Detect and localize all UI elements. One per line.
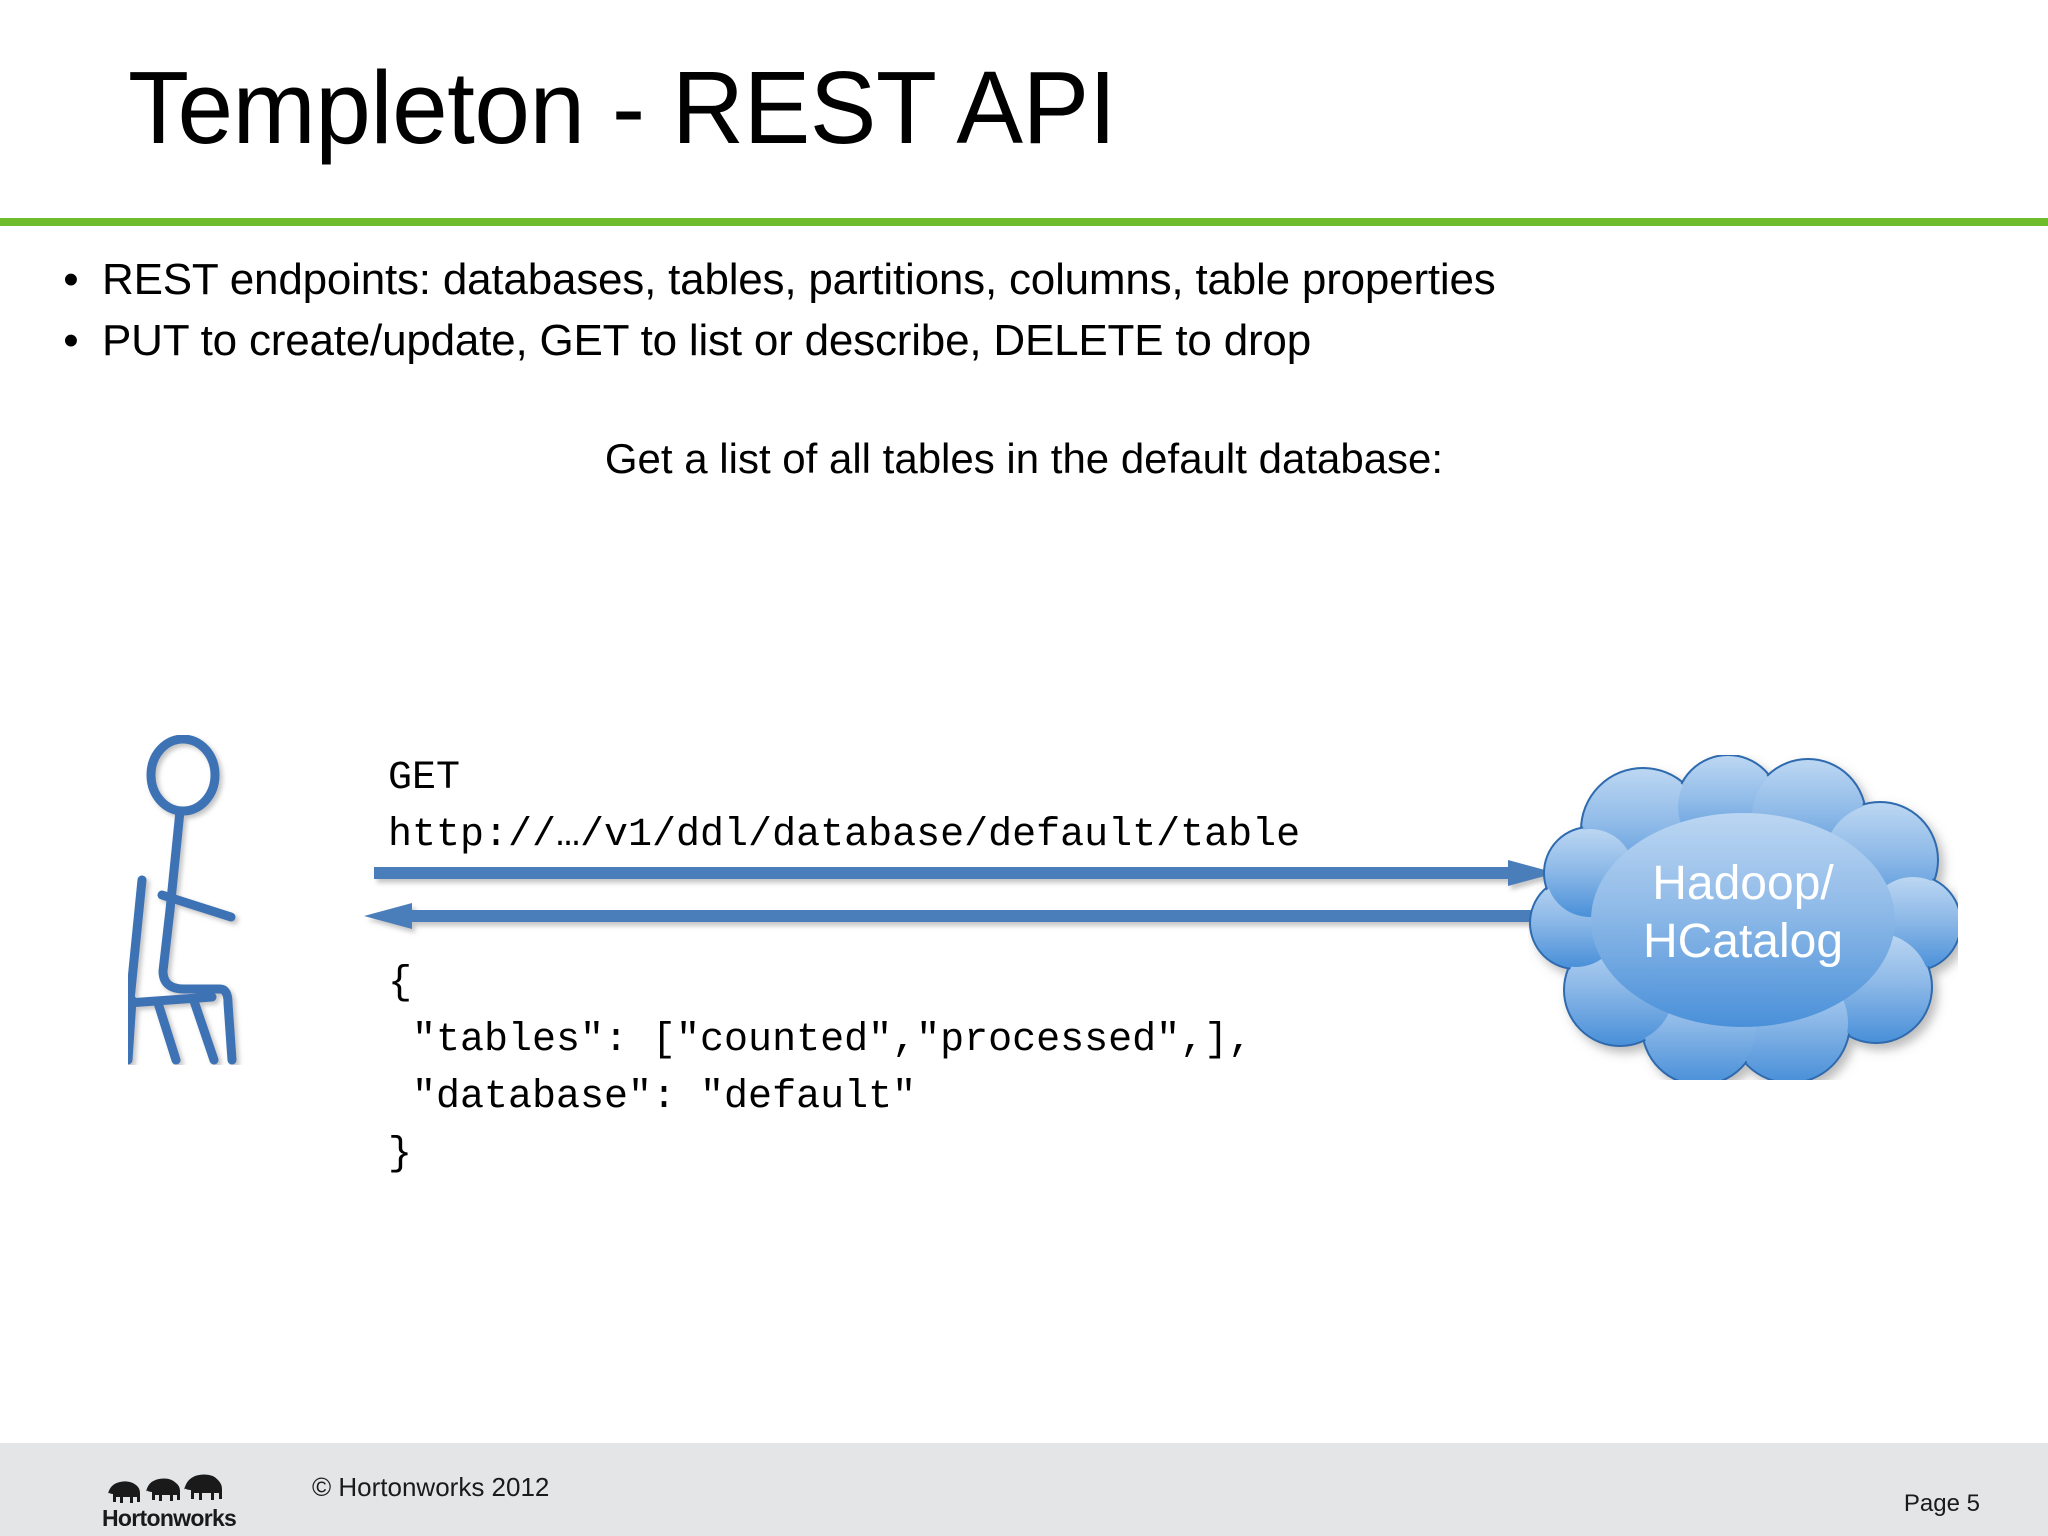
hadoop-hcatalog-cloud-icon	[1529, 755, 1958, 1080]
hortonworks-logo-icon: Hortonworks	[102, 1474, 237, 1531]
page-title: Templeton - REST API	[128, 50, 1116, 165]
copyright-text: © Hortonworks 2012	[312, 1472, 550, 1502]
bullet-marker-icon: •	[63, 316, 79, 365]
bullet-list: • REST endpoints: databases, tables, par…	[40, 252, 1940, 374]
response-line-2: "tables": ["counted","processed",],	[388, 1018, 1253, 1063]
page-number: Page 5	[1903, 1490, 1980, 1517]
request-response-arrows	[364, 860, 1560, 929]
http-request-code: GET http://…/v1/ddl/database/default/tab…	[388, 750, 1300, 864]
response-line-3: "database": "default"	[388, 1075, 917, 1120]
list-item: • REST endpoints: databases, tables, par…	[40, 252, 1940, 313]
request-arrow-right	[374, 860, 1556, 886]
cloud-label-line-2: HCatalog	[1642, 915, 1844, 968]
bullet-text: PUT to create/update, GET to list or des…	[102, 316, 1311, 365]
title-divider	[0, 218, 2048, 226]
cloud-label-line-1: Hadoop/	[1652, 857, 1834, 910]
request-line-2: http://…/v1/ddl/database/default/table	[388, 813, 1301, 858]
diagram-caption: Get a list of all tables in the default …	[604, 435, 1444, 482]
response-arrow-left	[364, 903, 1560, 929]
response-line-1: {	[388, 961, 413, 1006]
bullet-text: REST endpoints: databases, tables, parti…	[102, 255, 1496, 304]
footer-bar	[0, 1443, 2048, 1536]
bullet-marker-icon: •	[63, 255, 79, 304]
seated-user-stick-figure-icon	[128, 735, 237, 1065]
list-item: • PUT to create/update, GET to list or d…	[40, 313, 1940, 374]
cloud-label: Hadoop/ HCatalog	[1578, 855, 1908, 971]
json-response-code: { "tables": ["counted","processed",], "d…	[388, 955, 1252, 1183]
response-line-4: }	[388, 1132, 413, 1177]
svg-text:Hortonworks: Hortonworks	[102, 1505, 236, 1531]
request-line-1: GET	[388, 756, 461, 801]
